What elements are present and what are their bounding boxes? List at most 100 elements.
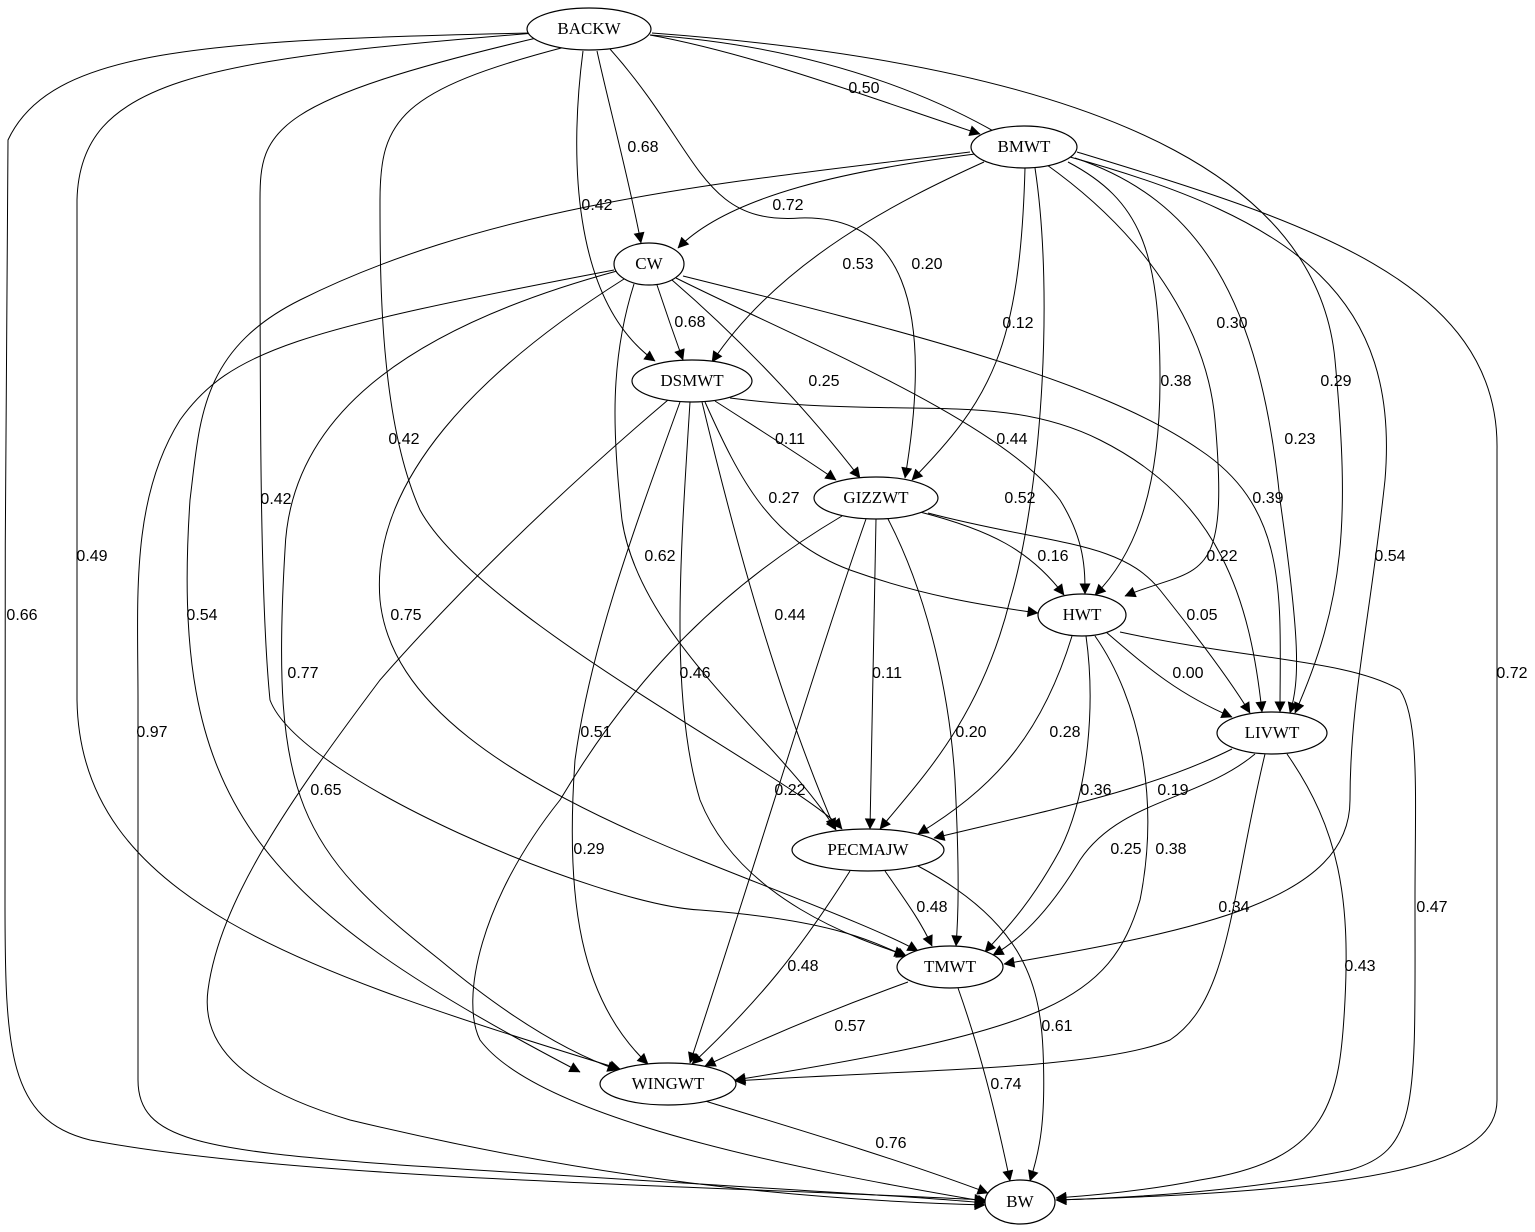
node-label: GIZZWT	[843, 488, 909, 507]
edge-bmwt-wingwt: 0.54	[186, 151, 971, 1073]
edge-weight-label: 0.62	[644, 548, 675, 565]
edge-weight-label: 0.53	[842, 256, 873, 273]
edge-line	[1055, 151, 1498, 1206]
node-label: BW	[1006, 1192, 1034, 1211]
edge-weight-label: 0.68	[627, 139, 658, 156]
node-livwt: LIVWT	[1216, 711, 1328, 755]
edges-layer: 0.500.680.420.200.300.290.420.420.490.66…	[4, 32, 1528, 1211]
edge-bmwt-pecmajw: 0.52	[879, 167, 1045, 830]
edge-line	[957, 987, 1014, 1182]
node-label: CW	[635, 254, 663, 273]
edge-line	[927, 512, 1251, 714]
node-backw: BACKW	[526, 7, 652, 51]
edge-weight-label: 0.22	[1206, 548, 1237, 565]
edge-line	[688, 518, 867, 1064]
node-ellipse	[1037, 593, 1127, 637]
edge-line	[917, 865, 1045, 1182]
edge-line	[679, 401, 906, 957]
edge-line	[609, 48, 916, 479]
edge-line	[917, 635, 1073, 835]
edge-line	[576, 50, 656, 362]
edge-wingwt-bw: 0.76	[704, 1100, 989, 1195]
edge-line	[884, 870, 933, 947]
edge-line	[671, 279, 861, 479]
edge-weight-label: 0.23	[1284, 431, 1315, 448]
edge-weight-label: 0.76	[875, 1135, 906, 1152]
edge-weight-label: 0.34	[1218, 899, 1249, 916]
edge-hwt-tmwt: 0.36	[984, 635, 1112, 953]
edge-line	[472, 515, 989, 1206]
edge-line	[206, 399, 986, 1211]
edge-weight-label: 0.44	[774, 607, 805, 624]
edge-weight-label: 0.16	[1037, 548, 1068, 565]
node-hwt: HWT	[1037, 593, 1127, 637]
node-ellipse	[613, 242, 685, 286]
edge-line	[734, 635, 1149, 1084]
edge-line	[1055, 753, 1347, 1203]
edge-bmwt-dsmwt: 0.53	[711, 161, 985, 363]
edge-weight-label: 0.42	[260, 491, 291, 508]
edge-line	[1074, 157, 1299, 714]
edge-line	[4, 32, 986, 1205]
edge-weight-label: 0.05	[1186, 607, 1217, 624]
edge-weight-label: 0.48	[916, 899, 947, 916]
node-label: BACKW	[557, 19, 621, 38]
edge-cw-wingwt: 0.77	[281, 270, 619, 1072]
edge-dsmwt-gizzwt: 0.11	[714, 400, 837, 481]
edge-line	[734, 753, 1266, 1086]
edge-line	[887, 518, 963, 947]
edge-gizzwt-bw: 0.29	[472, 515, 989, 1206]
node-cw: CW	[613, 242, 685, 286]
edge-line	[933, 748, 1233, 841]
edge-line	[649, 34, 1220, 598]
edge-dsmwt-bw: 0.65	[206, 399, 986, 1211]
node-label: LIVWT	[1245, 723, 1300, 742]
edge-hwt-bw: 0.47	[1055, 631, 1448, 1206]
edge-dsmwt-wingwt: 0.51	[571, 401, 681, 1065]
edge-gizzwt-livwt: 0.05	[927, 512, 1251, 714]
edge-line	[651, 32, 1343, 714]
node-wingwt: WINGWT	[599, 1062, 737, 1106]
edge-tmwt-wingwt: 0.57	[704, 981, 909, 1067]
edge-line	[656, 284, 685, 361]
edge-weight-label: 0.27	[768, 490, 799, 507]
edge-weight-label: 0.68	[674, 314, 705, 331]
edge-backw-bw: 0.66	[4, 32, 986, 1205]
edge-line	[675, 277, 1091, 595]
edge-weight-label: 0.25	[808, 373, 839, 390]
edge-weight-label: 0.38	[1160, 373, 1191, 390]
edge-weight-label: 0.00	[1172, 665, 1203, 682]
edge-pecmajw-bw: 0.61	[917, 865, 1073, 1182]
edge-backw-bmwt: 0.50	[649, 34, 981, 137]
edge-line	[1055, 631, 1417, 1206]
edge-weight-label: 0.97	[136, 724, 167, 741]
edge-line	[677, 153, 976, 249]
edge-weight-label: 0.44	[996, 431, 1027, 448]
edge-cw-dsmwt: 0.68	[656, 284, 706, 361]
edge-tmwt-bw: 0.74	[957, 987, 1022, 1182]
edge-weight-label: 0.50	[848, 80, 879, 97]
edge-backw-dsmwt: 0.42	[576, 50, 656, 362]
edge-line	[186, 151, 971, 1073]
node-label: WINGWT	[632, 1074, 705, 1093]
edge-line	[911, 167, 1026, 481]
edge-line	[704, 981, 909, 1067]
edge-cw-tmwt: 0.75	[378, 278, 919, 952]
edge-cw-bw: 0.97	[136, 269, 986, 1208]
edge-line	[137, 269, 986, 1208]
edge-line	[1067, 161, 1161, 596]
edge-gizzwt-tmwt: 0.20	[887, 518, 987, 947]
edge-weight-label: 0.25	[1110, 841, 1141, 858]
edge-weight-label: 0.36	[1080, 782, 1111, 799]
edge-backw-tmwt: 0.42	[259, 35, 908, 958]
edge-dsmwt-livwt: 0.22	[729, 397, 1267, 713]
edge-weight-label: 0.57	[834, 1018, 865, 1035]
edge-livwt-tmwt: 0.25	[992, 753, 1256, 956]
edge-bmwt-bw: 0.72	[1055, 151, 1528, 1206]
edge-weight-label: 0.47	[1416, 899, 1447, 916]
edge-backw-wingwt: 0.49	[76, 32, 621, 1072]
edge-weight-label: 0.29	[1320, 373, 1351, 390]
edge-hwt-livwt: 0.00	[1105, 631, 1233, 718]
edge-weight-label: 0.51	[580, 724, 611, 741]
edge-line	[704, 401, 1039, 618]
